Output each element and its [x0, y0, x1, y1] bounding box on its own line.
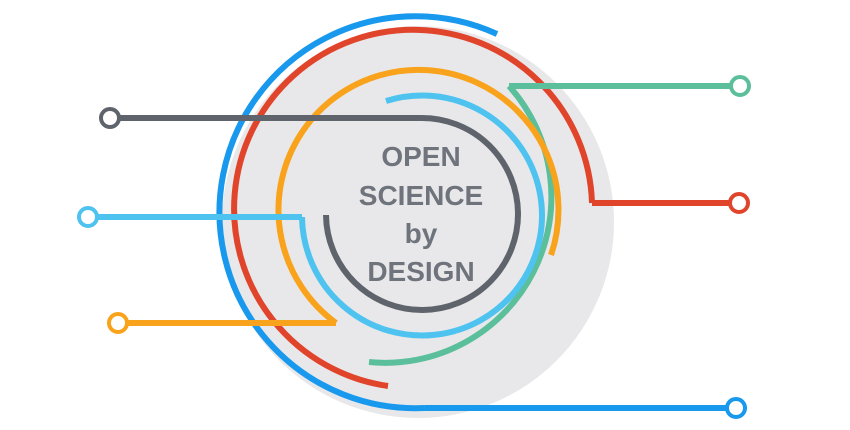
title-line-science: SCIENCE [359, 180, 483, 211]
logo-title: OPEN SCIENCE by DESIGN [359, 141, 483, 287]
gray-track-end-node [99, 107, 121, 129]
blue-track [216, 13, 726, 412]
blue-track-end-node [725, 397, 747, 419]
gray-track [120, 114, 521, 313]
light-blue-track-arc [299, 92, 545, 339]
title-line-by: by [405, 218, 438, 249]
blue-track-arc [216, 13, 499, 412]
light-blue-track-end-node [77, 206, 99, 228]
title-line-design: DESIGN [367, 256, 474, 287]
gray-track-arc [323, 114, 521, 313]
title-line-open: OPEN [381, 141, 460, 172]
orange-track [128, 66, 562, 326]
orange-track-arc [275, 66, 562, 326]
light-blue-track [98, 92, 545, 339]
orange-track-end-node [107, 312, 129, 334]
red-track-end-node [728, 192, 750, 214]
green-track-end-node [729, 75, 751, 97]
